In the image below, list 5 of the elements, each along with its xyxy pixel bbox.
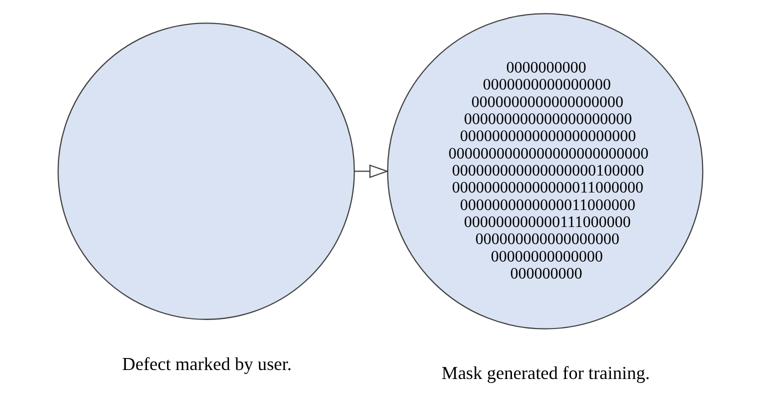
arrow <box>354 164 389 178</box>
node-circle <box>58 22 355 320</box>
node-label: Defect marked by user. <box>122 354 292 374</box>
node-label: Mask generated for training. <box>442 362 650 383</box>
node-circle: 0000000000 0000000000000000 0000000000000000000 000000000000000000000 0000000000000000000000 0000000000000000000000000 000000000000000000100000 000000000000000011000000 0000000000000011000000 000000000000111000000 000000000000000000 00000000000000 000000000 <box>387 12 704 329</box>
